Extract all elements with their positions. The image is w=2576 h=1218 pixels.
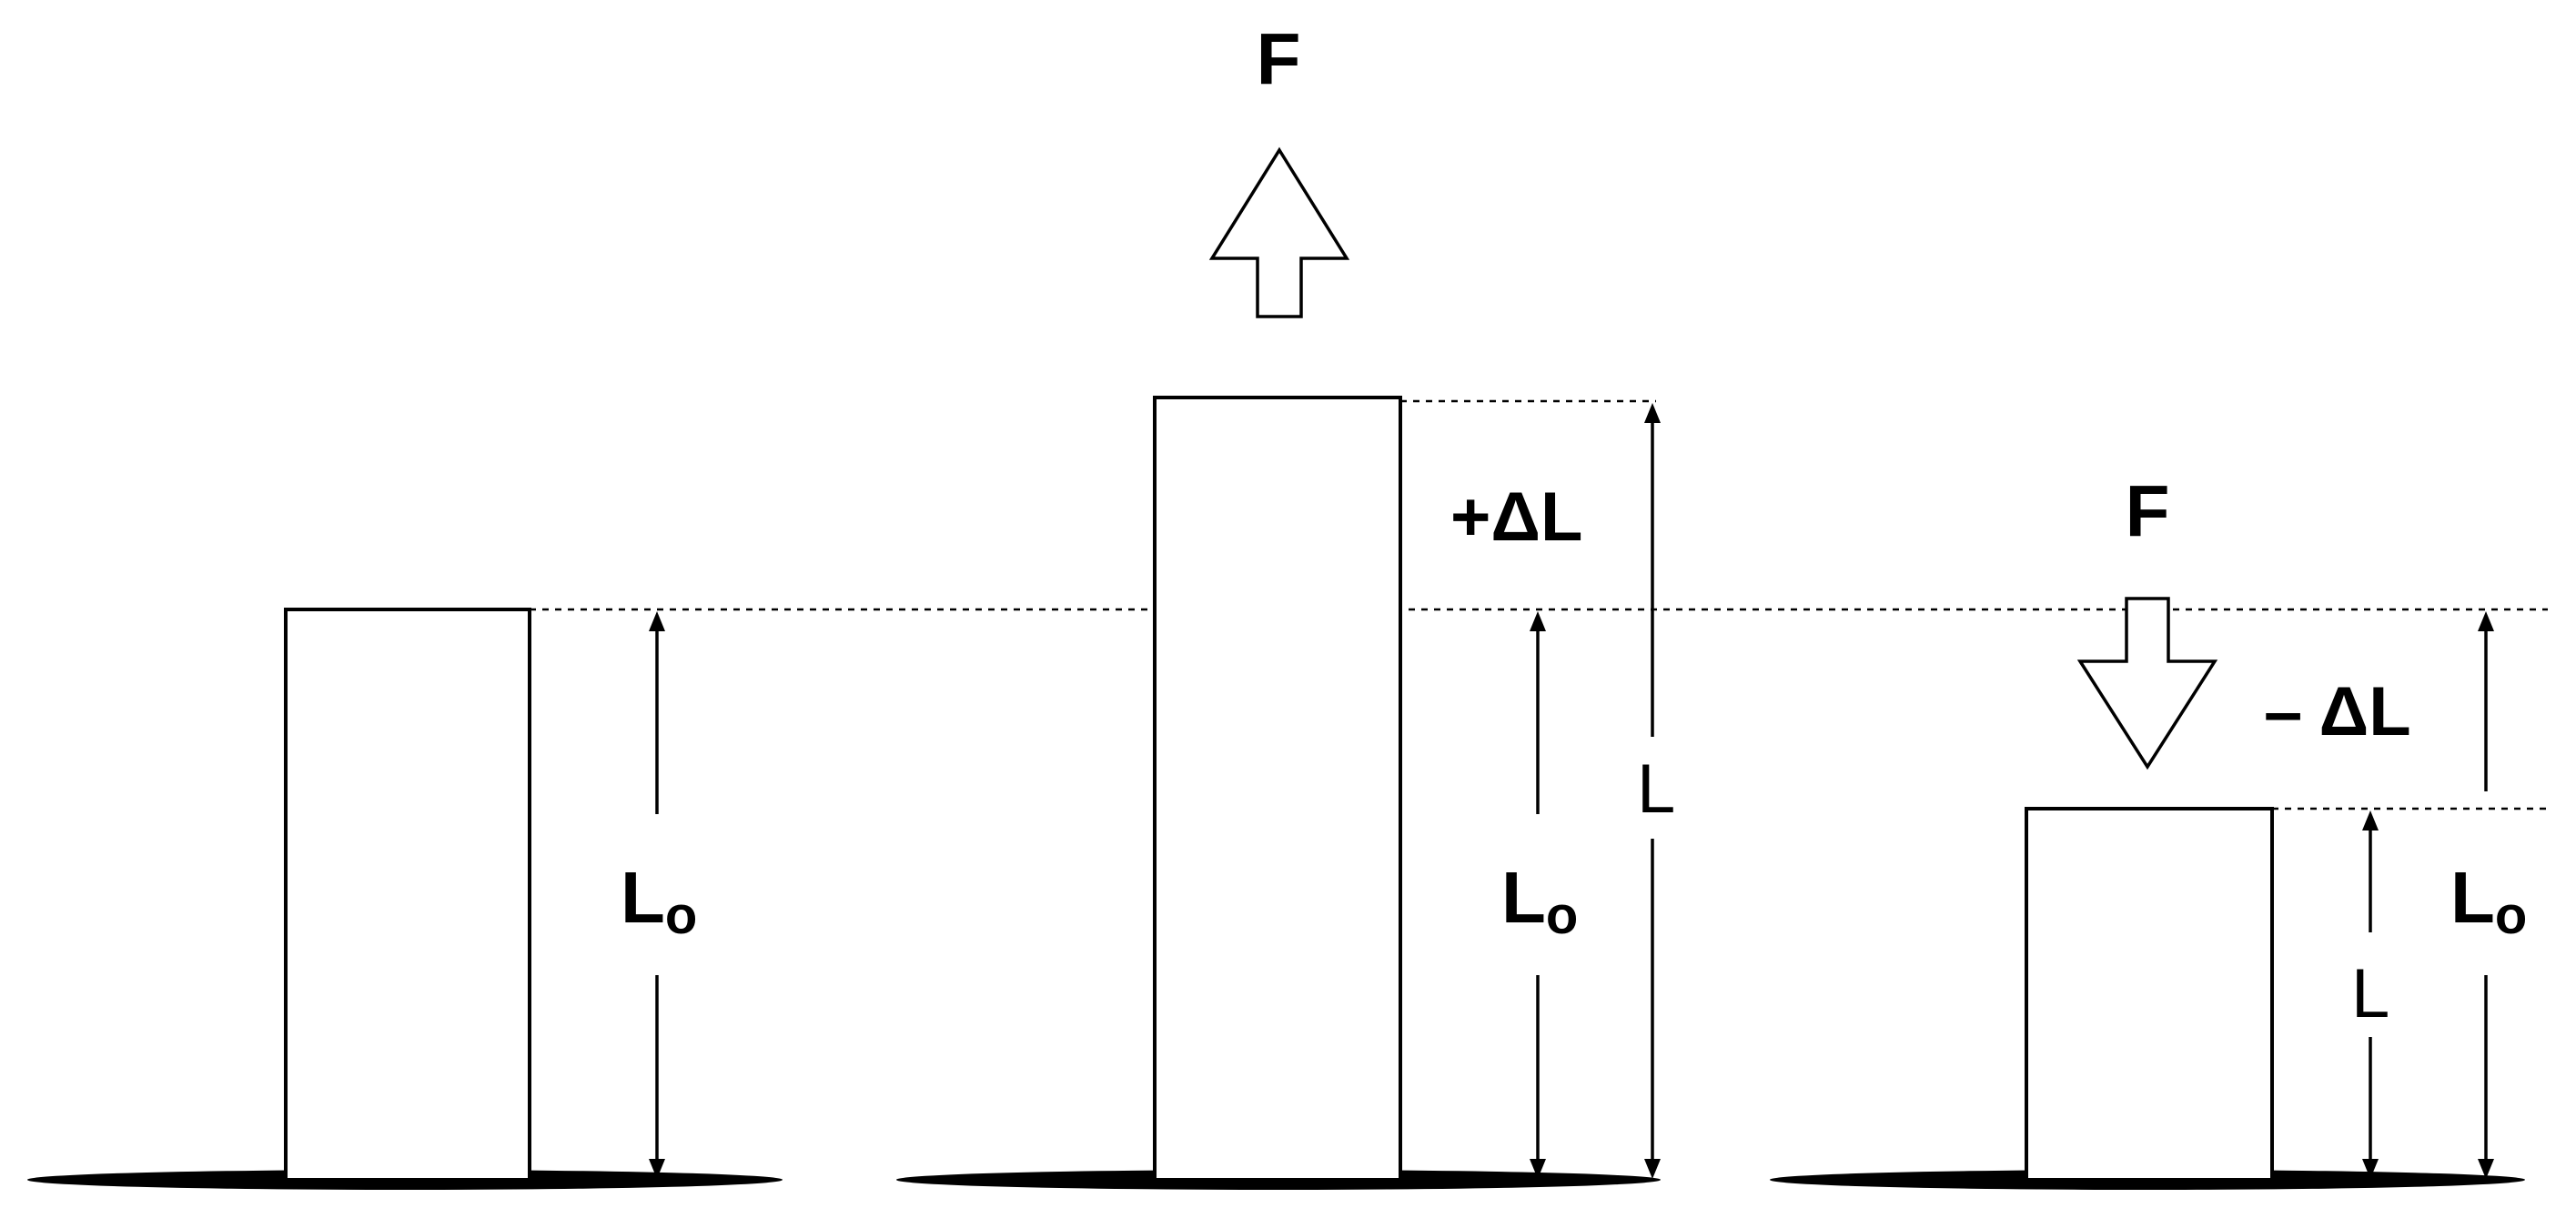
panel-unloaded: Lo: [27, 608, 2548, 1190]
label-force-compression: F: [2126, 470, 2170, 551]
dim-lo-1-arrow-top: [649, 611, 665, 631]
dim-lo-2-arrow-bottom: [1530, 1159, 1546, 1179]
label-l-3: L: [2351, 955, 2389, 1032]
label-lo-3: Lo: [2450, 857, 2527, 945]
label-lo-1: Lo: [621, 857, 697, 945]
dim-lo-3-arrow-bottom: [2478, 1159, 2494, 1179]
dim-l-3-arrow-bottom: [2362, 1159, 2379, 1179]
panel-compression: F – ΔL Lo L: [1770, 470, 2548, 1190]
label-l-2: L: [1637, 750, 1675, 828]
dim-l-3-arrow-top: [2362, 810, 2379, 830]
bar-compressed: [2025, 807, 2274, 1182]
dim-lo-1-arrow-bottom: [649, 1159, 665, 1179]
dim-l-2-arrow-top: [1644, 403, 1661, 423]
dim-l-2-arrow-bottom: [1644, 1159, 1661, 1179]
arrow-down-icon: [2076, 597, 2218, 770]
label-elongation: +ΔL: [1450, 478, 1582, 556]
label-lo-2: Lo: [1501, 857, 1578, 945]
dim-lo-2-arrow-top: [1530, 611, 1546, 631]
dim-delta-3-arrow-top: [2478, 611, 2494, 631]
arrow-up-icon: [1208, 146, 1350, 318]
bar-unloaded: [284, 608, 531, 1182]
panel-tension: F +ΔL Lo L: [896, 18, 1675, 1190]
label-force-tension: F: [1257, 18, 1301, 99]
label-shortening: – ΔL: [2264, 673, 2411, 750]
bar-stretched: [1153, 396, 1402, 1182]
